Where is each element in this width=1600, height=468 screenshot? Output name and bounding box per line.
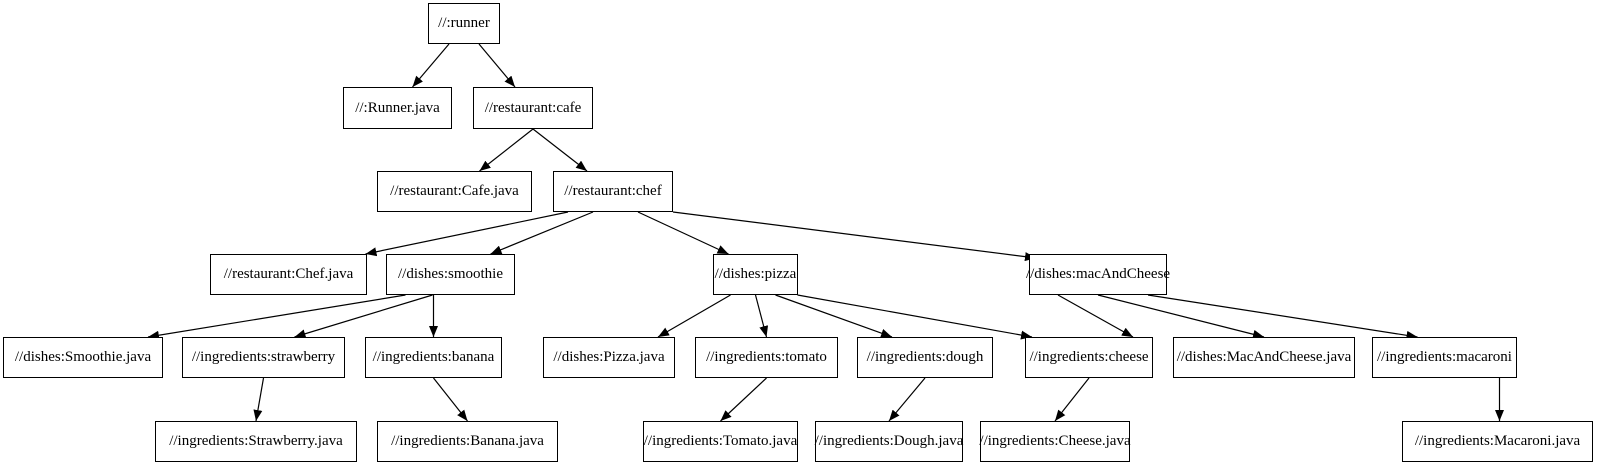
graph-node-strawberry-java: //ingredients:Strawberry.java [155,421,357,462]
graph-node-smoothie-java: //dishes:Smoothie.java [3,337,163,378]
graph-node-banana: //ingredients:banana [365,337,502,378]
graph-node-banana-java: //ingredients:Banana.java [377,421,558,462]
graph-edge-smoothie-strawberry [294,294,433,339]
graph-node-macandcheese-java: //dishes:MacAndCheese.java [1173,337,1355,378]
graph-node-macaroni-java: //ingredients:Macaroni.java [1402,421,1593,462]
graph-edge-dough-dough-java [888,377,926,422]
graph-edge-pizza-tomato [754,294,769,338]
graph-edge-pizza-pizza-java [657,294,731,338]
graph-node-dough-java: //ingredients:Dough.java [815,421,963,462]
graph-node-runner-java: //:Runner.java [343,87,452,129]
graph-node-tomato-java: //ingredients:Tomato.java [643,421,798,462]
graph-node-runner: //:runner [428,3,500,44]
graph-node-tomato: //ingredients:tomato [695,337,838,378]
graph-edge-macandcheese-cheese [1057,294,1134,338]
graph-node-strawberry: //ingredients:strawberry [182,337,345,378]
graph-edge-macandcheese-macandcheese-java [1097,294,1265,339]
graph-edge-runner-cafe [478,43,516,88]
graph-node-macaroni: //ingredients:macaroni [1372,337,1517,378]
graph-edge-chef-macandcheese [672,211,1037,262]
graph-edge-cafe-chef [532,128,588,172]
graph-node-dough: //ingredients:dough [857,337,993,378]
graph-edge-cafe-cafe-java [479,128,534,172]
graph-node-chef-java: //restaurant:Chef.java [210,254,367,295]
graph-edge-chef-smoothie [490,211,594,255]
graph-node-pizza-java: //dishes:Pizza.java [543,337,675,378]
graph-node-macandcheese: //dishes:macAndCheese [1026,254,1170,295]
graph-edge-tomato-tomato-java [720,377,767,422]
graph-node-cheese: //ingredients:cheese [1025,337,1153,378]
graph-edge-chef-chef-java [365,211,569,257]
graph-edge-pizza-cheese [797,294,1033,340]
graph-node-cheese-java: //ingredients:Cheese.java [979,421,1131,462]
graph-edge-strawberry-strawberry-java [253,377,265,422]
graph-edge-banana-banana-java [433,377,468,422]
graph-node-cafe: //restaurant:cafe [473,87,593,129]
graph-node-chef: //restaurant:chef [553,171,673,212]
graph-edge-macandcheese-macaroni [1147,294,1418,340]
graph-node-pizza: //dishes:pizza [713,254,798,295]
graph-node-smoothie: //dishes:smoothie [386,254,515,295]
graph-edge-pizza-dough [775,294,893,338]
graph-edge-smoothie-smoothie-java [147,294,406,340]
graph-node-cafe-java: //restaurant:Cafe.java [377,171,532,212]
graph-edge-chef-pizza [637,211,729,255]
graph-edge-runner-runner-java [412,43,450,88]
graph-edge-cheese-cheese-java [1054,377,1090,422]
